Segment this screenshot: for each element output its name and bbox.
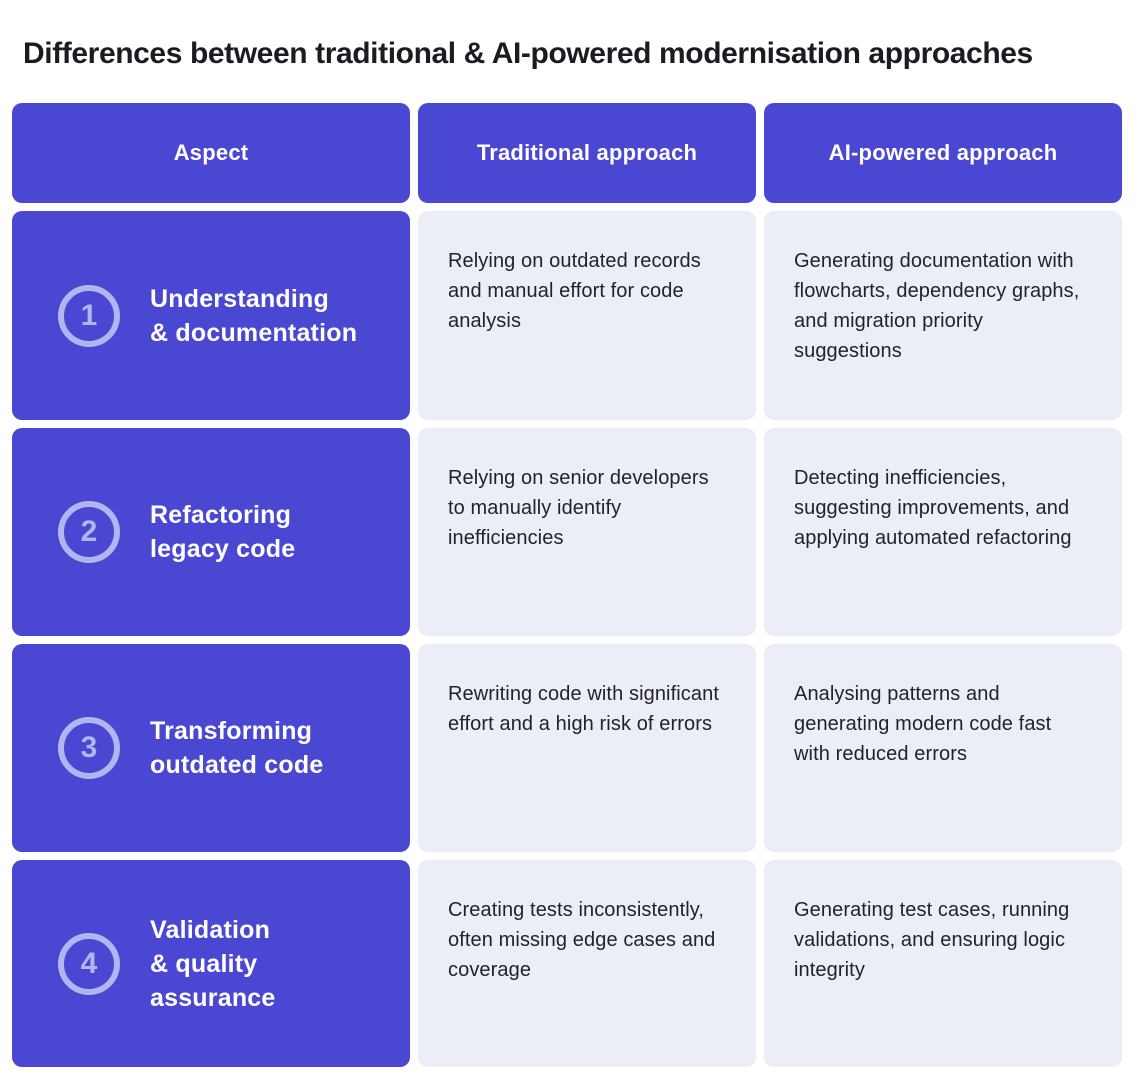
column-header-aspect: Aspect [12, 103, 410, 203]
traditional-cell-row-2: Relying on senior developers to manually… [418, 428, 756, 636]
traditional-cell-row-3: Rewriting code with significant effort a… [418, 644, 756, 852]
aspect-cell-transforming-outdated-code: 3 Transforming outdated code [12, 644, 410, 852]
aspect-cell-understanding-documentation: 1 Understanding & documentation [12, 211, 410, 420]
number-1-icon: 1 [58, 284, 120, 347]
page-title: Differences between traditional & AI-pow… [23, 37, 1033, 70]
aspect-cell-validation-quality-assurance: 4 Validation & quality assurance [12, 860, 410, 1067]
aspect-label: Understanding & documentation [150, 284, 358, 347]
number-3-icon: 3 [58, 717, 120, 779]
aspect-cell-refactoring-legacy-code: 2 Refactoring legacy code [12, 428, 410, 636]
traditional-cell-row-4: Creating tests inconsistently, often mis… [418, 860, 756, 1067]
aspect-label: Refactoring legacy code [150, 501, 296, 563]
number-4-icon: 4 [58, 932, 120, 995]
number-2-icon: 2 [58, 501, 120, 563]
column-header-ai: AI-powered approach [764, 103, 1122, 203]
ai-cell-row-1: Generating documentation with flowcharts… [764, 211, 1122, 420]
aspect-label: Validation & quality assurance [150, 915, 276, 1012]
aspect-label: Transforming outdated code [150, 717, 324, 779]
ai-cell-row-2: Detecting inefficiencies, suggesting imp… [764, 428, 1122, 636]
column-header-traditional: Traditional approach [418, 103, 756, 203]
traditional-cell-row-1: Relying on outdated records and manual e… [418, 211, 756, 420]
ai-cell-row-4: Generating test cases, running validatio… [764, 860, 1122, 1067]
ai-cell-row-3: Analysing patterns and generating modern… [764, 644, 1122, 852]
comparison-table: Aspect Traditional approach AI-powered a… [12, 103, 1122, 1067]
